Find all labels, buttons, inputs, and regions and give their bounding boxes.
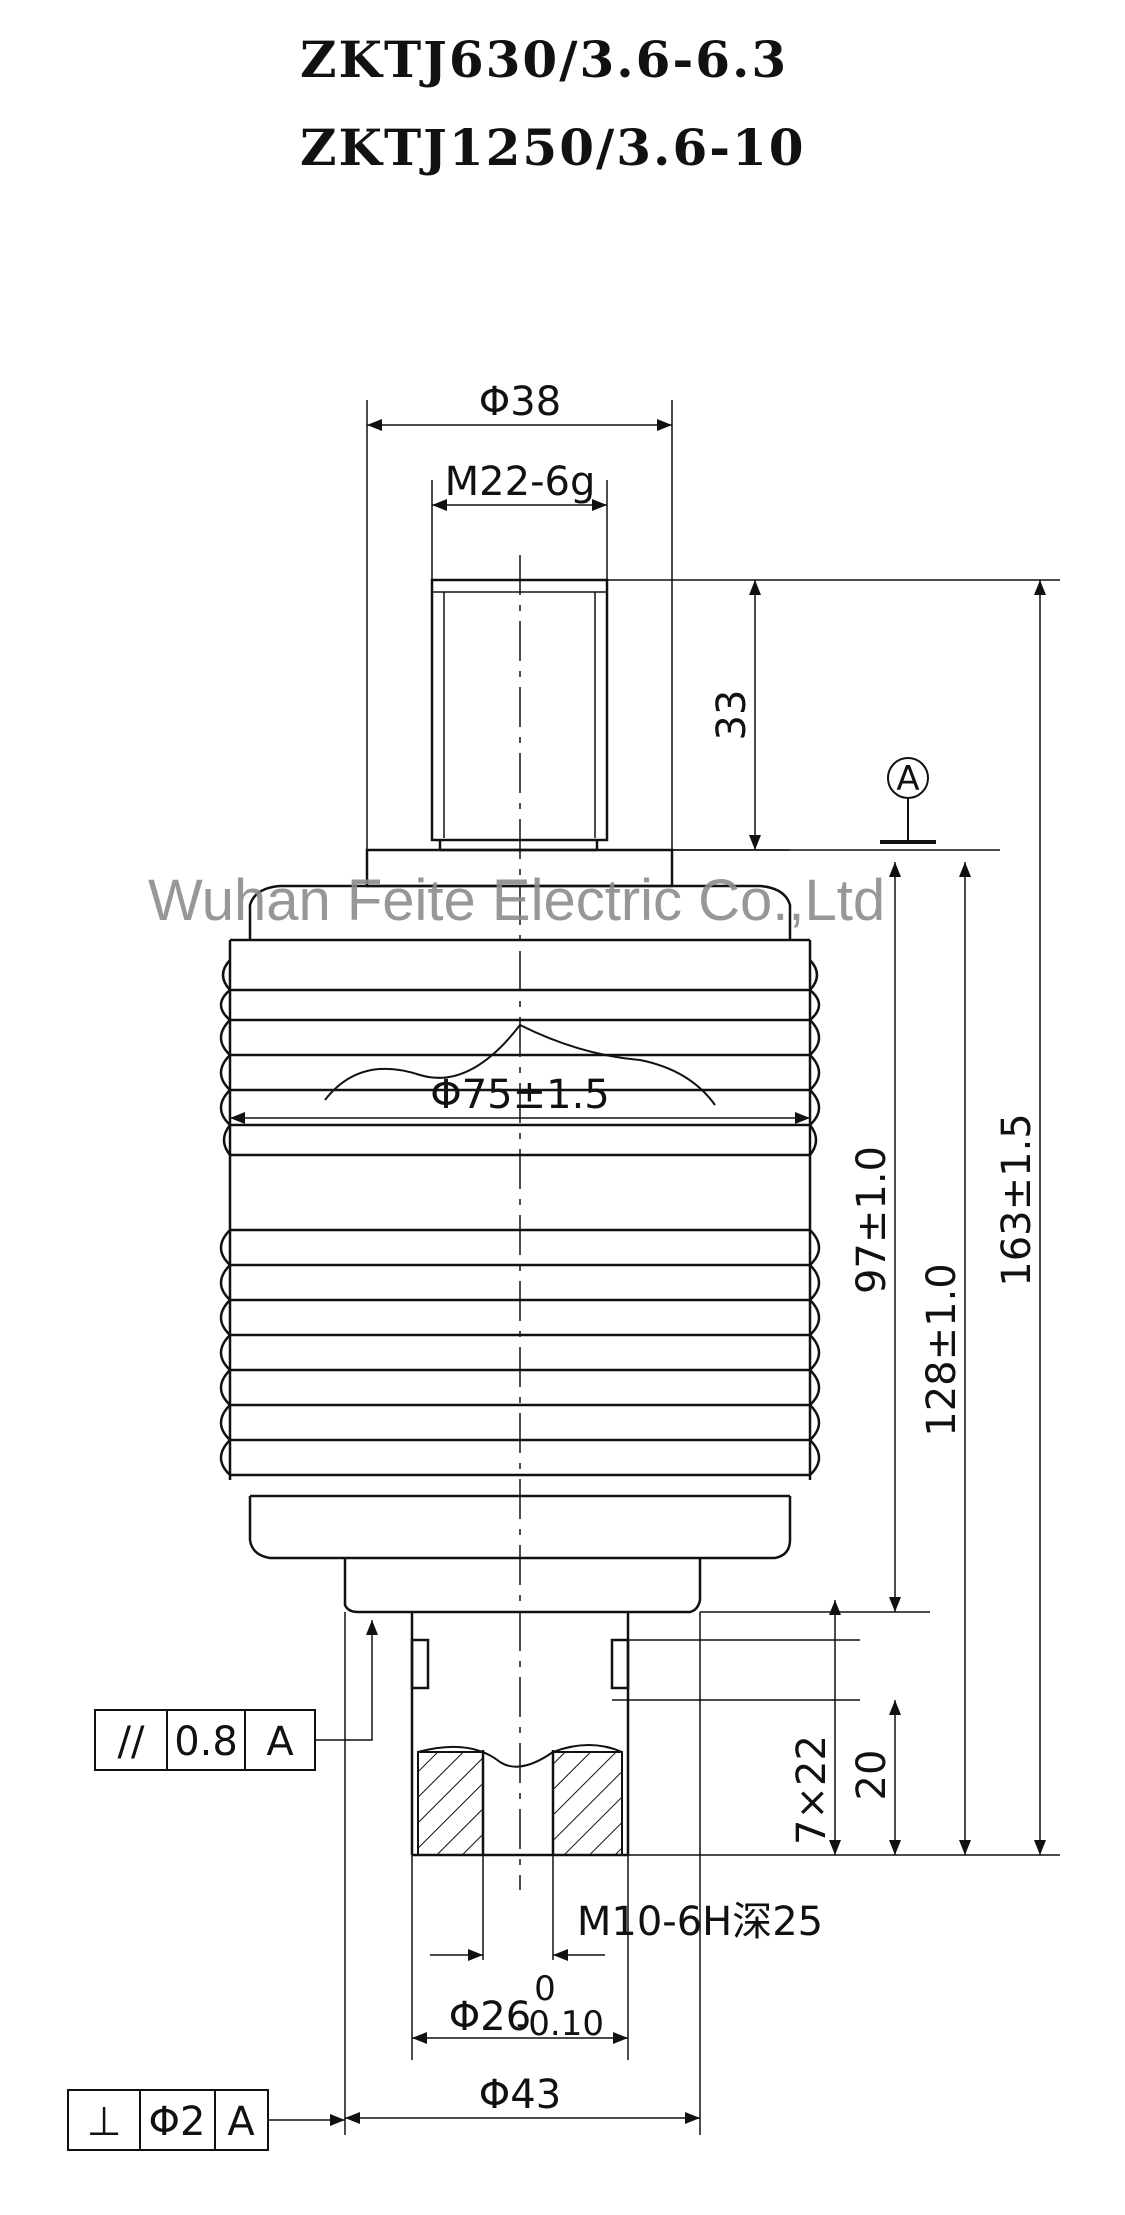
dim-thread-bottom: M10-6H深25 — [577, 1899, 823, 1945]
perp-datum: A — [227, 2099, 255, 2145]
dim-stud-length: 33 — [709, 690, 755, 741]
parallel-datum: A — [266, 1719, 294, 1765]
dim-height-97: 97±1.0 — [849, 1146, 895, 1294]
stud-thread-lines — [443, 592, 596, 838]
dim-7x22: 7×22 — [789, 1735, 835, 1845]
watermark: Wuhan Feite Electric Co.,Ltd — [148, 868, 885, 933]
perpendicularity-frame: ⊥ Φ2 A — [67, 2089, 345, 2151]
dim-dia-43: Φ43 — [479, 2072, 561, 2118]
datum-label: A — [896, 759, 919, 799]
dim-height-163: 163±1.5 — [994, 1113, 1040, 1286]
perp-symbol: ⊥ — [87, 2099, 122, 2145]
model-title-2: ZKTJ1250/3.6-10 — [300, 118, 806, 177]
parallelism-frame: // 0.8 A — [94, 1620, 378, 1771]
dim-body-diameter: Φ75±1.5 — [430, 1072, 610, 1118]
small-dimension-lines — [430, 1600, 901, 1961]
dim-tol-upper: 0 — [534, 1969, 556, 2009]
parallel-value: 0.8 — [174, 1719, 238, 1765]
dim-height-128: 128±1.0 — [919, 1263, 965, 1436]
perp-value: Φ2 — [149, 2099, 206, 2145]
dimension-lines — [230, 419, 1046, 2124]
section-hatch-left — [417, 1751, 484, 1856]
datum-symbol: A — [880, 757, 936, 844]
dim-tol-lower: -0.10 — [516, 2004, 604, 2044]
extension-lines — [344, 400, 1060, 2135]
dim-top-diameter: Φ38 — [479, 379, 561, 425]
model-title-1: ZKTJ630/3.6-6.3 — [300, 30, 789, 89]
section-hatch-right — [552, 1751, 623, 1856]
dim-dia-26: Φ26 — [449, 1994, 531, 2040]
dim-thread-top: M22-6g — [445, 459, 596, 505]
parallel-symbol: // — [118, 1719, 145, 1765]
dim-20: 20 — [849, 1750, 895, 1801]
